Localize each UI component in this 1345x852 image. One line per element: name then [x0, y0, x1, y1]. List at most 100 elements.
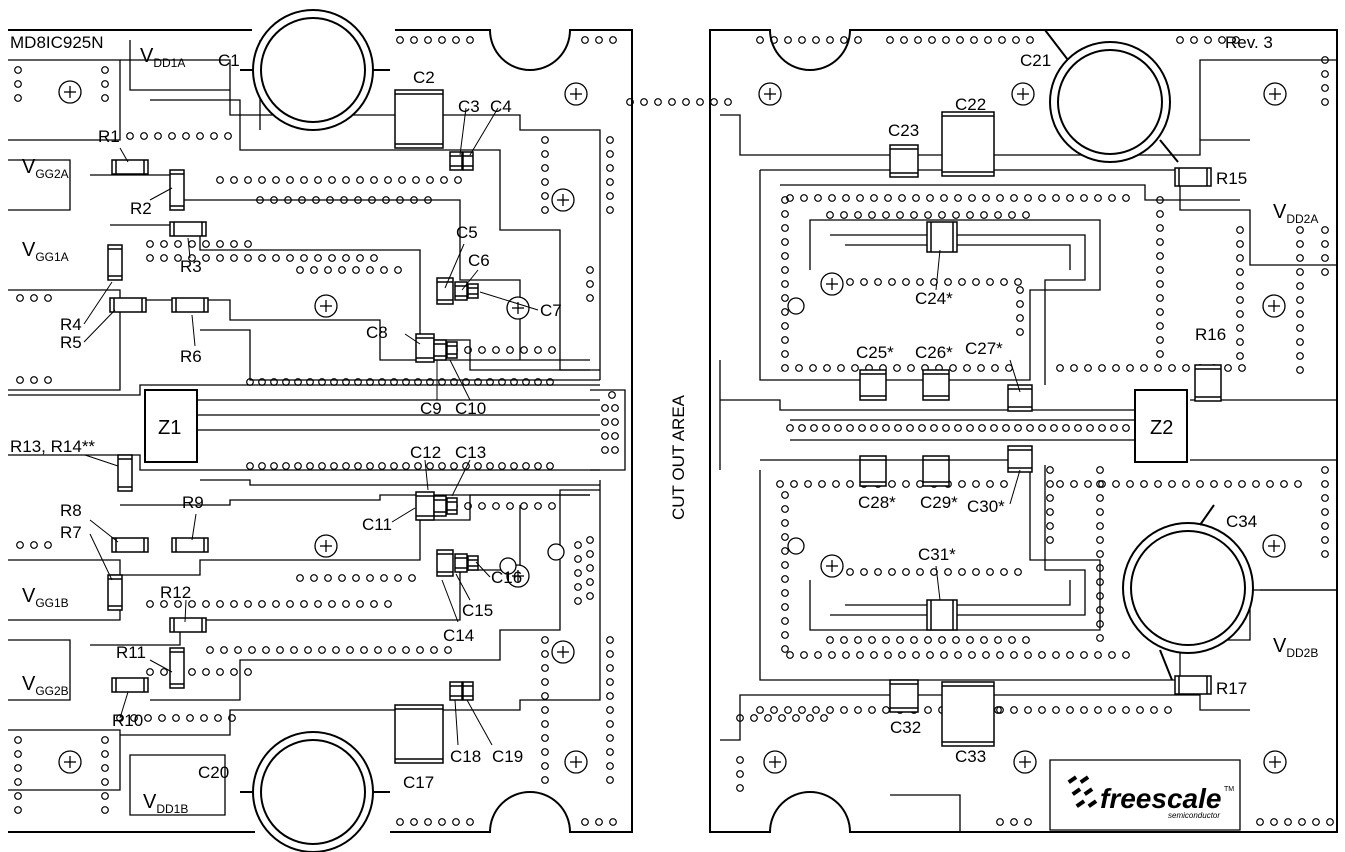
via	[781, 505, 789, 513]
z2-coupler	[1134, 389, 1188, 463]
via	[1321, 536, 1329, 544]
r10-label: R10	[112, 711, 143, 730]
via	[1014, 568, 1022, 576]
via	[328, 600, 336, 608]
via	[342, 462, 350, 470]
via	[856, 651, 864, 659]
via	[968, 651, 976, 659]
via	[1296, 268, 1304, 276]
r11-label: R11	[116, 643, 146, 662]
via	[1296, 310, 1304, 318]
c5-label: C5	[456, 223, 478, 242]
via	[595, 818, 603, 826]
via	[781, 519, 789, 527]
via	[1046, 508, 1054, 516]
z2-label: Z2	[1150, 417, 1173, 439]
via	[990, 424, 998, 432]
via	[1236, 338, 1244, 346]
via	[366, 574, 374, 582]
via	[826, 211, 834, 219]
smd-part	[171, 297, 209, 313]
via	[1038, 706, 1046, 714]
via	[736, 714, 744, 722]
vdd2a-label: VDD2A	[1273, 201, 1318, 226]
via	[954, 651, 962, 659]
c32-label: C32	[890, 718, 921, 737]
smd-part	[111, 677, 149, 693]
via	[1270, 818, 1278, 826]
board-model-label: MD8IC925N	[10, 33, 104, 52]
via	[541, 678, 549, 686]
via	[1096, 606, 1104, 614]
via	[812, 706, 820, 714]
via	[784, 706, 792, 714]
via	[942, 36, 950, 44]
via	[963, 364, 971, 372]
via	[781, 210, 789, 218]
cap-leads	[240, 29, 1215, 793]
via	[854, 211, 862, 219]
c20-label: C20	[198, 763, 229, 782]
via	[601, 432, 609, 440]
via	[14, 66, 22, 74]
via	[888, 568, 896, 576]
via	[1296, 338, 1304, 346]
via	[1046, 494, 1054, 502]
via	[356, 254, 364, 262]
via	[270, 462, 278, 470]
via	[186, 714, 194, 722]
via	[366, 266, 374, 274]
via	[970, 36, 978, 44]
vdd2b-label: VDD2B	[1273, 635, 1318, 660]
via	[44, 541, 52, 549]
via	[784, 36, 792, 44]
via	[956, 36, 964, 44]
via	[868, 211, 876, 219]
via	[606, 720, 614, 728]
electrolytic-capacitors	[252, 9, 1254, 852]
via	[606, 748, 614, 756]
via	[1022, 211, 1030, 219]
smd-part	[107, 574, 123, 611]
via	[606, 636, 614, 644]
via	[736, 784, 744, 792]
via	[870, 651, 878, 659]
drill-hole	[787, 537, 805, 555]
via	[1052, 651, 1060, 659]
via	[606, 762, 614, 770]
via	[846, 278, 854, 286]
via	[776, 480, 784, 488]
via	[328, 254, 336, 262]
via	[541, 136, 549, 144]
via	[828, 651, 836, 659]
via	[16, 376, 24, 384]
via	[30, 294, 38, 302]
via	[14, 94, 22, 102]
via	[1321, 508, 1329, 516]
via	[1236, 226, 1244, 234]
via	[828, 194, 836, 202]
via	[224, 132, 232, 140]
via	[944, 568, 952, 576]
via	[520, 502, 528, 510]
via	[228, 714, 236, 722]
via	[298, 196, 306, 204]
via	[984, 36, 992, 44]
via	[924, 211, 932, 219]
via	[384, 176, 392, 184]
via	[806, 714, 814, 722]
via	[1096, 536, 1104, 544]
via	[884, 651, 892, 659]
z1-coupler	[144, 389, 198, 463]
smd-part	[922, 455, 950, 487]
via	[452, 818, 460, 826]
c27-label: C27*	[965, 339, 1003, 358]
via	[101, 792, 109, 800]
c29-label: C29*	[920, 493, 958, 512]
via	[474, 462, 482, 470]
smd-part	[169, 617, 207, 633]
via	[424, 36, 432, 44]
via	[840, 636, 848, 644]
via	[464, 502, 472, 510]
via	[790, 480, 798, 488]
